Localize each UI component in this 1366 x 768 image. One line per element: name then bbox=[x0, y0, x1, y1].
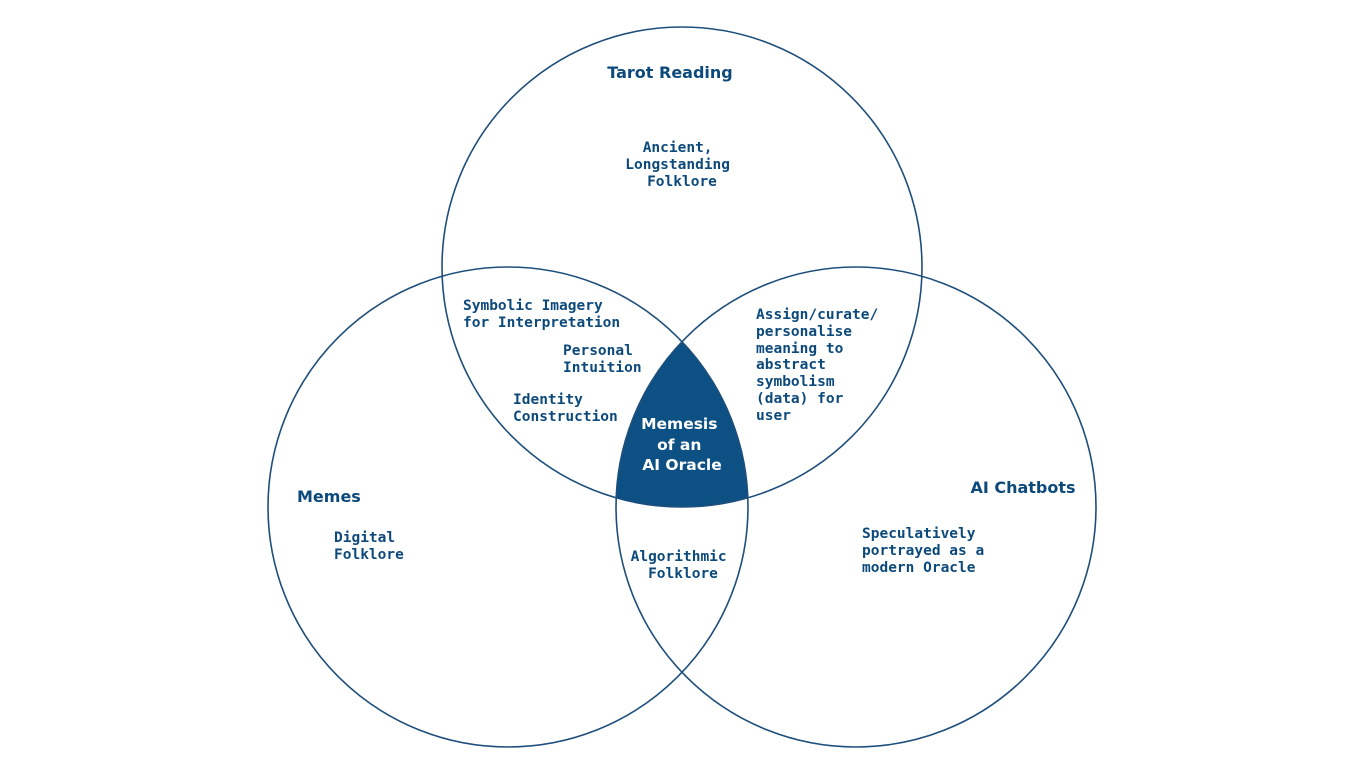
chatbots-circle bbox=[615, 266, 1097, 748]
chatbots-description: Speculatively portrayed as a modern Orac… bbox=[862, 526, 993, 576]
tarot-circle bbox=[441, 26, 923, 508]
personal-intuition-label: Personal Intuition bbox=[563, 343, 642, 376]
memes-circle bbox=[267, 266, 749, 748]
symbolic-imagery-label: Symbolic Imagery for Interpretation bbox=[463, 298, 620, 331]
tarot-title: Tarot Reading bbox=[607, 63, 733, 82]
memes-title: Memes bbox=[297, 487, 361, 506]
center-label: Memesis of an AI Oracle bbox=[641, 415, 723, 474]
memes-description: Digital Folklore bbox=[334, 530, 404, 563]
algorithmic-folklore-label: Algorithmic Folklore bbox=[631, 549, 736, 582]
identity-construction-label: Identity Construction bbox=[513, 392, 618, 425]
chatbots-title: AI Chatbots bbox=[970, 478, 1075, 497]
meaning-assignment-label: Assign/curate/ personalise meaning to ab… bbox=[756, 307, 887, 424]
tarot-description: Ancient, Longstanding Folklore bbox=[625, 140, 739, 190]
